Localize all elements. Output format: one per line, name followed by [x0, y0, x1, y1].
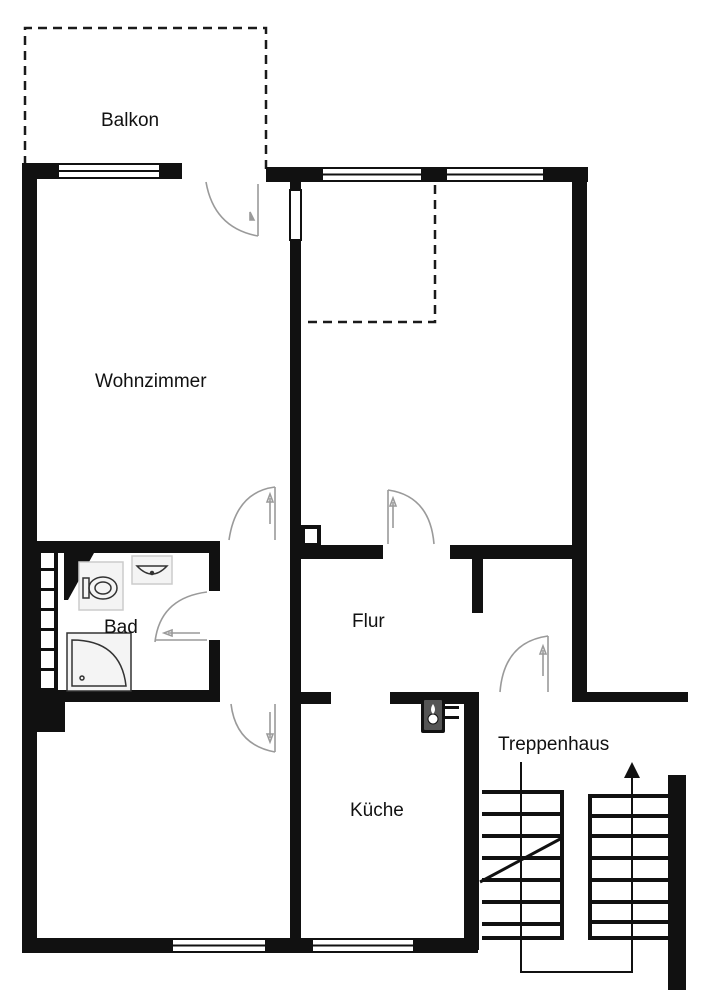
doors: [154, 181, 549, 753]
door-balcony: [205, 181, 259, 237]
window-top-1: [321, 167, 423, 182]
room-label-treppenhaus: Treppenhaus: [498, 734, 610, 755]
stair-walking-line: [520, 762, 633, 973]
window-top-2: [445, 167, 545, 182]
window-bottom-left: [171, 938, 267, 953]
stair-flight-right: [588, 794, 670, 940]
room-label-flur: Flur: [352, 611, 385, 632]
door-bath: [154, 591, 208, 643]
window-balcony: [57, 163, 161, 179]
door-living: [228, 486, 276, 541]
door-entry: [499, 635, 549, 693]
room-label-wohnzimmer: Wohnzimmer: [95, 371, 207, 392]
door-room: [387, 489, 435, 545]
walls: [22, 163, 688, 990]
room-label-kueche: Küche: [350, 800, 404, 821]
shower-icon: [66, 632, 132, 692]
stair-ladder-left: [37, 553, 58, 728]
bathroom-fixtures: [64, 553, 173, 692]
room-label-balkon: Balkon: [101, 110, 160, 131]
dashed-divider: [302, 185, 437, 324]
sink-icon: [131, 555, 173, 585]
toilet-icon: [78, 561, 124, 611]
water-heater-icon: [421, 697, 459, 733]
window-kitchen: [311, 938, 415, 953]
arrow-up-icon: [624, 762, 640, 778]
windows: [57, 163, 545, 953]
balcony-outline: [23, 26, 268, 172]
door-lower-room: [230, 703, 276, 753]
staircase: [479, 762, 670, 973]
room-label-bad: Bad: [104, 617, 138, 638]
window-side: [289, 189, 302, 241]
